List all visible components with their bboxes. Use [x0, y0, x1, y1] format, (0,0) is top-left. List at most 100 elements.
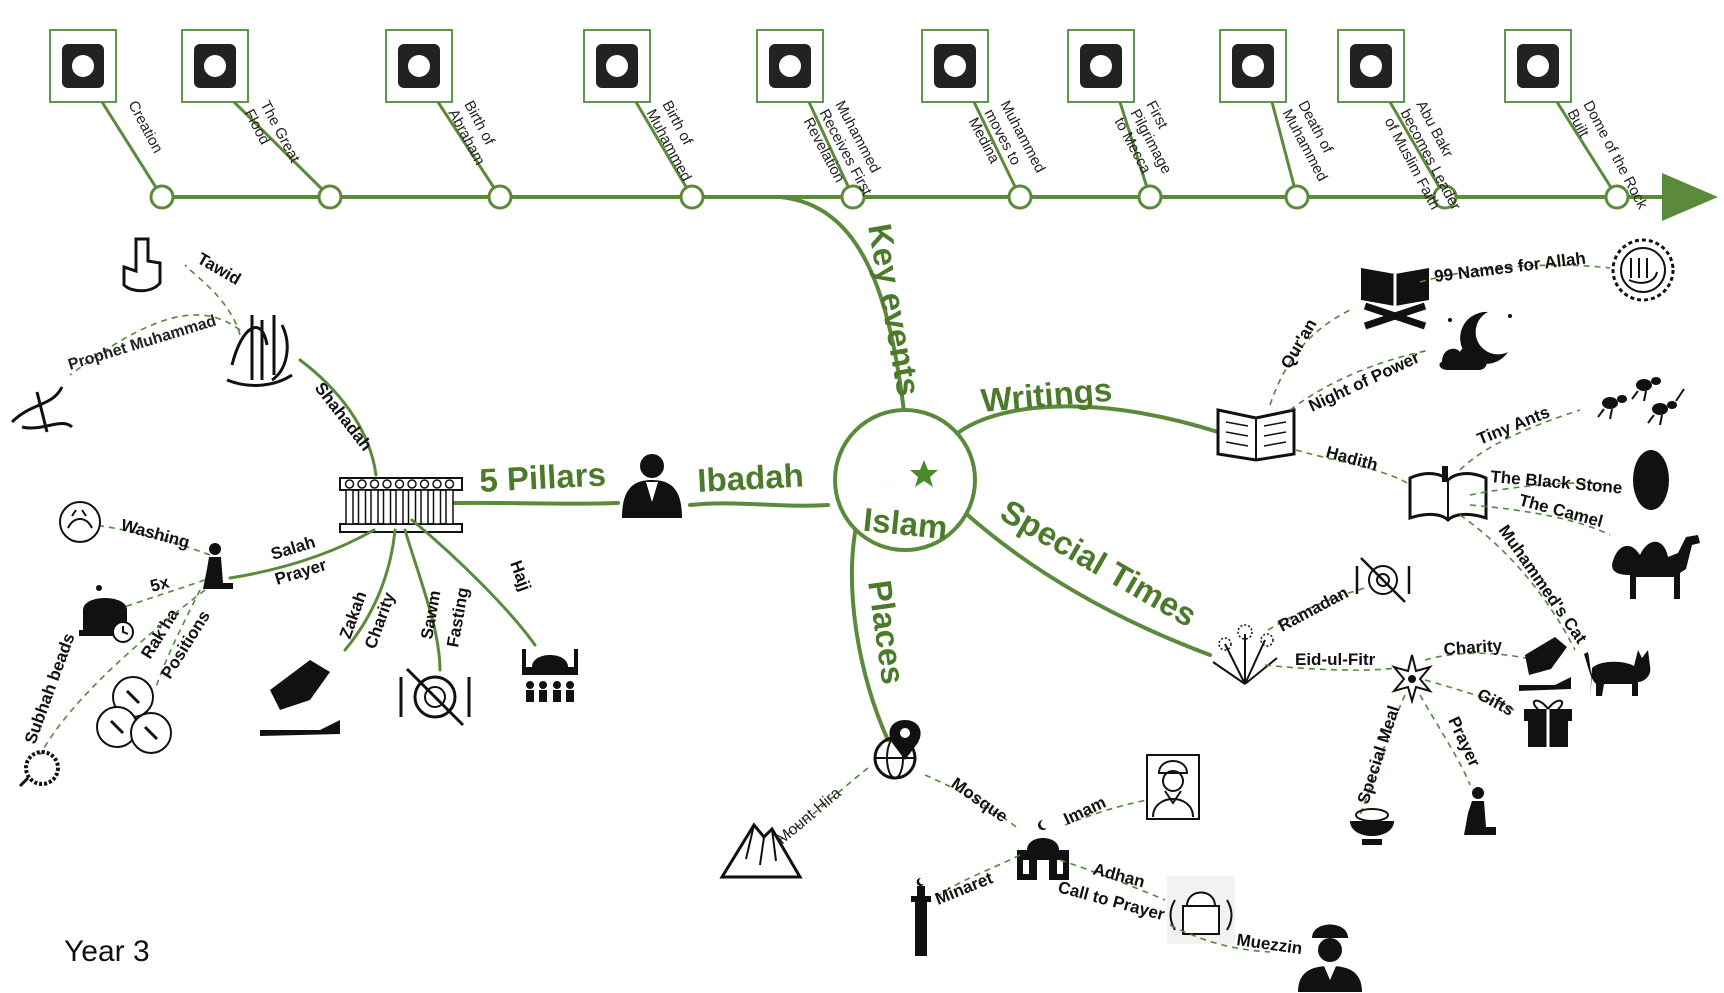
night-label: Night of Power — [1306, 348, 1423, 416]
muezzin-icon — [1298, 924, 1362, 992]
sawm-label: Sawm — [417, 589, 444, 641]
dome-rock-icon — [1517, 44, 1559, 88]
kaaba-icon — [1080, 44, 1122, 88]
hadith-label: Hadith — [1324, 443, 1380, 475]
mountain-icon — [719, 822, 803, 879]
cat-label: Muhammed's Cat — [1495, 521, 1591, 647]
timeline-node — [840, 184, 866, 210]
timeline-node — [1284, 184, 1310, 210]
timeline-event: MuhammedReceives FirstRevelation — [756, 29, 884, 210]
timeline-event-label: Birth ofAbraham — [445, 98, 504, 168]
timeline-event: Muhammedmoves toMedina — [921, 29, 1049, 210]
special-times-branch — [960, 508, 1212, 657]
timeline-node — [487, 184, 513, 210]
shahadah-label: Shahadah — [311, 379, 376, 455]
special-charity-label: Charity — [1443, 636, 1503, 659]
gift-box-icon — [1524, 699, 1572, 747]
footer-year: Year 3 — [64, 935, 150, 968]
allah-seal-icon — [1611, 238, 1675, 302]
places-label: Places — [861, 578, 912, 687]
writings-branch — [953, 404, 1220, 437]
special-times-subtree: Ramadan Eid-ul-Fitr Charity Gifts Specia… — [1212, 557, 1572, 845]
ark-icon — [194, 44, 236, 88]
mosque-city-icon — [934, 44, 976, 88]
places-branch — [849, 508, 890, 742]
ants-icon — [1597, 377, 1685, 426]
kneeling-prayer-icon-2 — [1464, 787, 1496, 835]
pilgrims-mosque-icon — [522, 649, 578, 702]
crescent-star-icon — [881, 432, 938, 497]
washing-label: Washing — [119, 516, 192, 553]
camel-icon — [1612, 535, 1700, 599]
timeline-event-label: Abu Bakrbecomes Leaderof Muslim Faith — [1381, 98, 1480, 222]
open-book-icon — [1216, 408, 1296, 462]
timeline-node — [1432, 184, 1458, 210]
muhammad-calligraphy-icon — [10, 386, 74, 433]
timeline-event: FirstPilgrimageto Mecca — [1067, 29, 1175, 210]
places-subtree: Mount Hira Mosque Imam Minaret — [719, 720, 1362, 992]
pillars-label: 5 Pillars — [478, 455, 606, 499]
mosque-clock-icon — [79, 585, 134, 643]
globe-pin-icon — [873, 720, 921, 780]
hajj-label: Hajj — [506, 558, 535, 594]
mount-label: Mount Hira — [774, 785, 845, 848]
washing-hands-icon — [59, 501, 101, 543]
timeline-node — [1604, 184, 1630, 210]
mosque-label: Mosque — [948, 774, 1012, 826]
kneeling-prayer-icon — [203, 543, 233, 589]
call-mosque-icon — [1167, 876, 1235, 944]
special-times-label: Special Times — [995, 492, 1204, 634]
shahadah-calligraphy-icon — [226, 315, 293, 387]
hadith-book-icon — [1408, 466, 1488, 523]
timeline-node — [149, 184, 175, 210]
no-food-icon — [399, 667, 471, 727]
eid-label: Eid-ul-Fitr — [1295, 650, 1376, 669]
ramadan-label: Ramadan — [1275, 583, 1351, 636]
charity-hand-icon — [1519, 637, 1571, 691]
timeline-event: Abu Bakrbecomes Leaderof Muslim Faith — [1337, 29, 1480, 222]
timeline-event: Creation — [49, 29, 175, 210]
minaret-icon — [911, 877, 931, 956]
adhan-label: Adhan — [1091, 860, 1147, 892]
meal-bowl-icon — [1350, 808, 1394, 845]
camel-label: The Camel — [1517, 491, 1605, 532]
imam-label: Imam — [1061, 793, 1109, 829]
key-events-branch — [778, 195, 907, 422]
moon-cloud-icon — [1439, 311, 1512, 370]
black-stone-icon — [1633, 450, 1669, 510]
calligraphy-icon — [596, 44, 638, 88]
timeline-event: Birth ofAbraham — [385, 29, 513, 210]
globe-hands-icon — [62, 44, 104, 88]
giving-hands-icon — [260, 660, 340, 736]
ibadah-branch — [688, 501, 830, 508]
pillars-icon — [339, 477, 463, 533]
praying-person-icon — [622, 454, 682, 518]
timeline-event: Dome of the RockBuilt — [1504, 29, 1651, 212]
timeline-event: The GreatFlood — [181, 29, 343, 210]
tomb-icon — [1232, 44, 1274, 88]
key-events-label: Key events — [861, 221, 928, 399]
center-label: Islam — [862, 501, 950, 547]
ibadah-label: Ibadah — [696, 456, 804, 499]
abraham-icon — [398, 44, 440, 88]
no-eating-icon — [1355, 557, 1411, 603]
pillars-subtree: Shahadah Prophet Muhammad Tawid Salah Pr… — [10, 235, 578, 788]
imam-icon — [1146, 754, 1200, 820]
mosque-icon — [1017, 820, 1069, 880]
cat-icon — [1584, 650, 1651, 696]
pillars-branch — [453, 500, 620, 506]
subhah-label: Subhah beads — [21, 631, 79, 747]
eid-lantern-icon — [1391, 654, 1433, 705]
quran-stand-icon — [1361, 268, 1429, 330]
timeline-node — [1007, 184, 1033, 210]
call-label: Call to Prayer — [1056, 878, 1167, 925]
pointing-finger-icon — [114, 235, 170, 297]
writings-label: Writings — [979, 371, 1113, 419]
timeline-node — [1137, 184, 1163, 210]
timeline-event-label: Birth ofMuhammed — [643, 98, 711, 184]
muezzin-label: Muezzin — [1235, 930, 1303, 958]
prayer-beads-icon — [18, 750, 60, 788]
tawid-label: Tawid — [194, 249, 244, 289]
